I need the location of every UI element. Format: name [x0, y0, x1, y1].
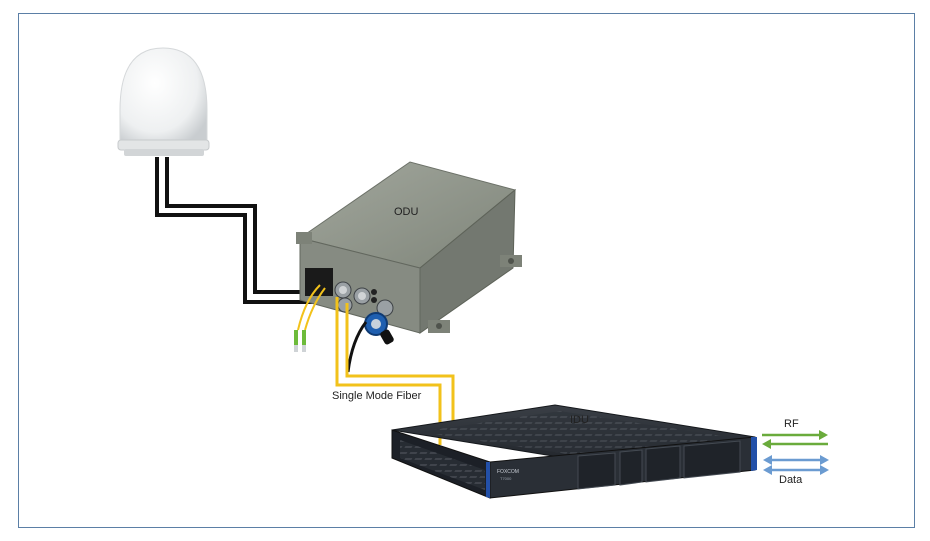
fiber-label: Single Mode Fiber	[332, 390, 422, 402]
odu-label: ODU	[394, 206, 419, 218]
single-mode-fibers	[335, 297, 455, 445]
rf-label: RF	[784, 418, 799, 430]
rf-arrows	[762, 430, 828, 449]
idu-rack-unit	[391, 404, 757, 499]
fiber-pigtails	[294, 284, 326, 352]
radome-antenna	[117, 47, 210, 156]
data-label: Data	[779, 474, 803, 486]
odu-enclosure	[296, 161, 522, 345]
power-cable	[346, 321, 368, 373]
idu-brand-text: FOXCOM	[497, 469, 519, 475]
coax-cables	[155, 157, 325, 304]
idu-model-text: T7000	[500, 476, 512, 481]
idu-label: IDU	[570, 414, 589, 426]
data-arrows	[763, 455, 829, 475]
